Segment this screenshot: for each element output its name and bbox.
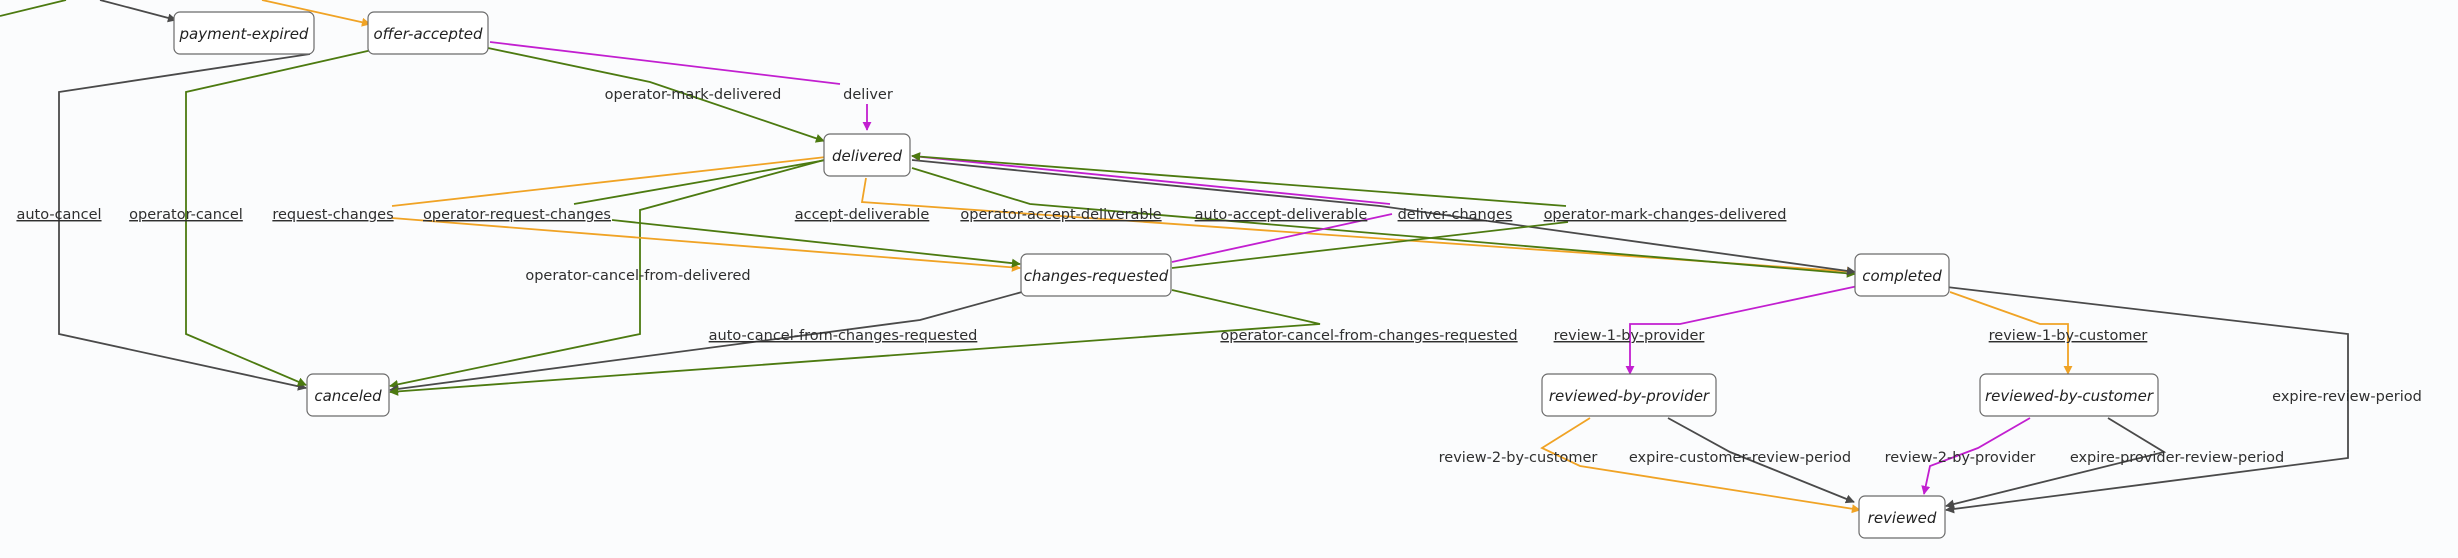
states: payment-expired offer-accepted delivered… xyxy=(173,11,2159,539)
edge-offscreen-to-payment-expired xyxy=(99,0,177,23)
edge-deliver xyxy=(489,41,841,85)
state-label: reviewed xyxy=(1868,509,1937,527)
state-box xyxy=(306,373,390,417)
edge-deliver-changes-b xyxy=(911,152,1391,205)
label-operator-accept-deliverable: operator-accept-deliverable xyxy=(960,207,1161,223)
edge-review-2-by-provider xyxy=(1921,417,2031,495)
label-accept-deliverable: accept-deliverable xyxy=(795,207,930,223)
state-offer-accepted[interactable]: offer-accepted xyxy=(367,11,489,55)
label-operator-cancel-from-delivered: operator-cancel-from-delivered xyxy=(525,268,750,284)
edge-operator-cancel xyxy=(185,49,373,386)
state-box xyxy=(173,11,315,55)
edge-auto-cancel-from-changes-requested xyxy=(389,291,1023,394)
label-review-1-by-provider: review-1-by-provider xyxy=(1554,328,1705,344)
state-box xyxy=(1979,373,2159,417)
state-label: completed xyxy=(1862,267,1942,285)
state-delivered[interactable]: delivered xyxy=(823,133,911,177)
label-expire-review-period: expire-review-period xyxy=(2272,389,2422,405)
edge-expire-customer-review-period xyxy=(1667,417,1855,504)
label-review-1-by-customer: review-1-by-customer xyxy=(1989,328,2148,344)
label-operator-mark-changes-delivered: operator-mark-changes-delivered xyxy=(1544,207,1787,223)
edge-auto-accept-deliverable xyxy=(911,159,1856,276)
edge-operator-request-changes-b xyxy=(611,219,1021,268)
state-canceled[interactable]: canceled xyxy=(306,373,390,417)
state-payment-expired[interactable]: payment-expired xyxy=(173,11,315,55)
edge-request-changes-b xyxy=(391,217,1021,272)
state-label: delivered xyxy=(832,147,903,165)
state-box xyxy=(1854,253,1950,297)
state-label: canceled xyxy=(314,387,382,405)
state-box xyxy=(1858,495,1946,539)
label-request-changes: request-changes xyxy=(272,207,393,223)
label-review-2-by-provider: review-2-by-provider xyxy=(1885,450,2036,466)
label-deliver-changes: deliver-changes xyxy=(1398,207,1513,223)
edge-operator-mark-changes-delivered xyxy=(1171,221,1569,269)
label-operator-cancel: operator-cancel xyxy=(129,207,243,223)
label-expire-customer-review-period: expire-customer-review-period xyxy=(1629,450,1851,466)
edge-operator-mark-delivered xyxy=(487,47,825,143)
label-review-2-by-customer: review-2-by-customer xyxy=(1439,450,1598,466)
edge-operator-request-changes xyxy=(573,159,827,205)
state-completed[interactable]: completed xyxy=(1854,253,1950,297)
state-reviewed[interactable]: reviewed xyxy=(1858,495,1946,539)
label-operator-cancel-from-changes-requested: operator-cancel-from-changes-requested xyxy=(1220,328,1517,344)
state-label: reviewed-by-customer xyxy=(1985,387,2154,405)
state-box xyxy=(367,11,489,55)
state-label: offer-accepted xyxy=(373,25,483,43)
label-auto-accept-deliverable: auto-accept-deliverable xyxy=(1195,207,1368,223)
edge-request-changes xyxy=(391,156,827,207)
label-expire-provider-review-period: expire-provider-review-period xyxy=(2070,450,2284,466)
state-box xyxy=(1020,253,1172,297)
label-operator-mark-delivered: operator-mark-delivered xyxy=(605,87,782,103)
edge-offscreen-green xyxy=(0,0,67,17)
edge-review-1-by-customer xyxy=(1949,291,2073,375)
label-auto-cancel: auto-cancel xyxy=(16,207,101,223)
state-box xyxy=(1541,373,1717,417)
edge-operator-cancel-from-changes-requested xyxy=(389,289,1321,396)
edge-deliver-changes xyxy=(1171,213,1393,263)
state-box xyxy=(823,133,911,177)
edge-operator-accept-deliverable xyxy=(911,167,1856,278)
edge-expire-provider-review-period xyxy=(1945,417,2167,509)
label-auto-cancel-from-changes-requested: auto-cancel-from-changes-requested xyxy=(709,328,978,344)
edge-operator-cancel-from-delivered xyxy=(389,159,825,389)
edge-review-2-by-customer xyxy=(1540,417,1861,514)
edge-auto-cancel xyxy=(58,53,311,391)
state-reviewed-by-provider[interactable]: reviewed-by-provider xyxy=(1541,373,1717,417)
edge-expire-review-period xyxy=(1903,281,2349,514)
state-label: reviewed-by-provider xyxy=(1549,387,1710,405)
state-changes-requested[interactable]: changes-requested xyxy=(1020,253,1172,297)
state-label: payment-expired xyxy=(179,25,309,43)
edge-accept-deliverable xyxy=(860,177,1856,276)
edge-offscreen-to-offer-accepted xyxy=(261,0,371,27)
state-label: changes-requested xyxy=(1024,267,1169,285)
edge-operator-mark-changes-delivered-b xyxy=(911,152,1567,207)
state-reviewed-by-customer[interactable]: reviewed-by-customer xyxy=(1979,373,2159,417)
edge-labels: operator-mark-delivered deliver auto-can… xyxy=(16,87,2421,466)
label-operator-request-changes: operator-request-changes xyxy=(423,207,611,223)
edges xyxy=(0,0,2349,514)
edge-review-1-by-provider xyxy=(1625,285,1859,375)
label-deliver: deliver xyxy=(843,87,893,103)
